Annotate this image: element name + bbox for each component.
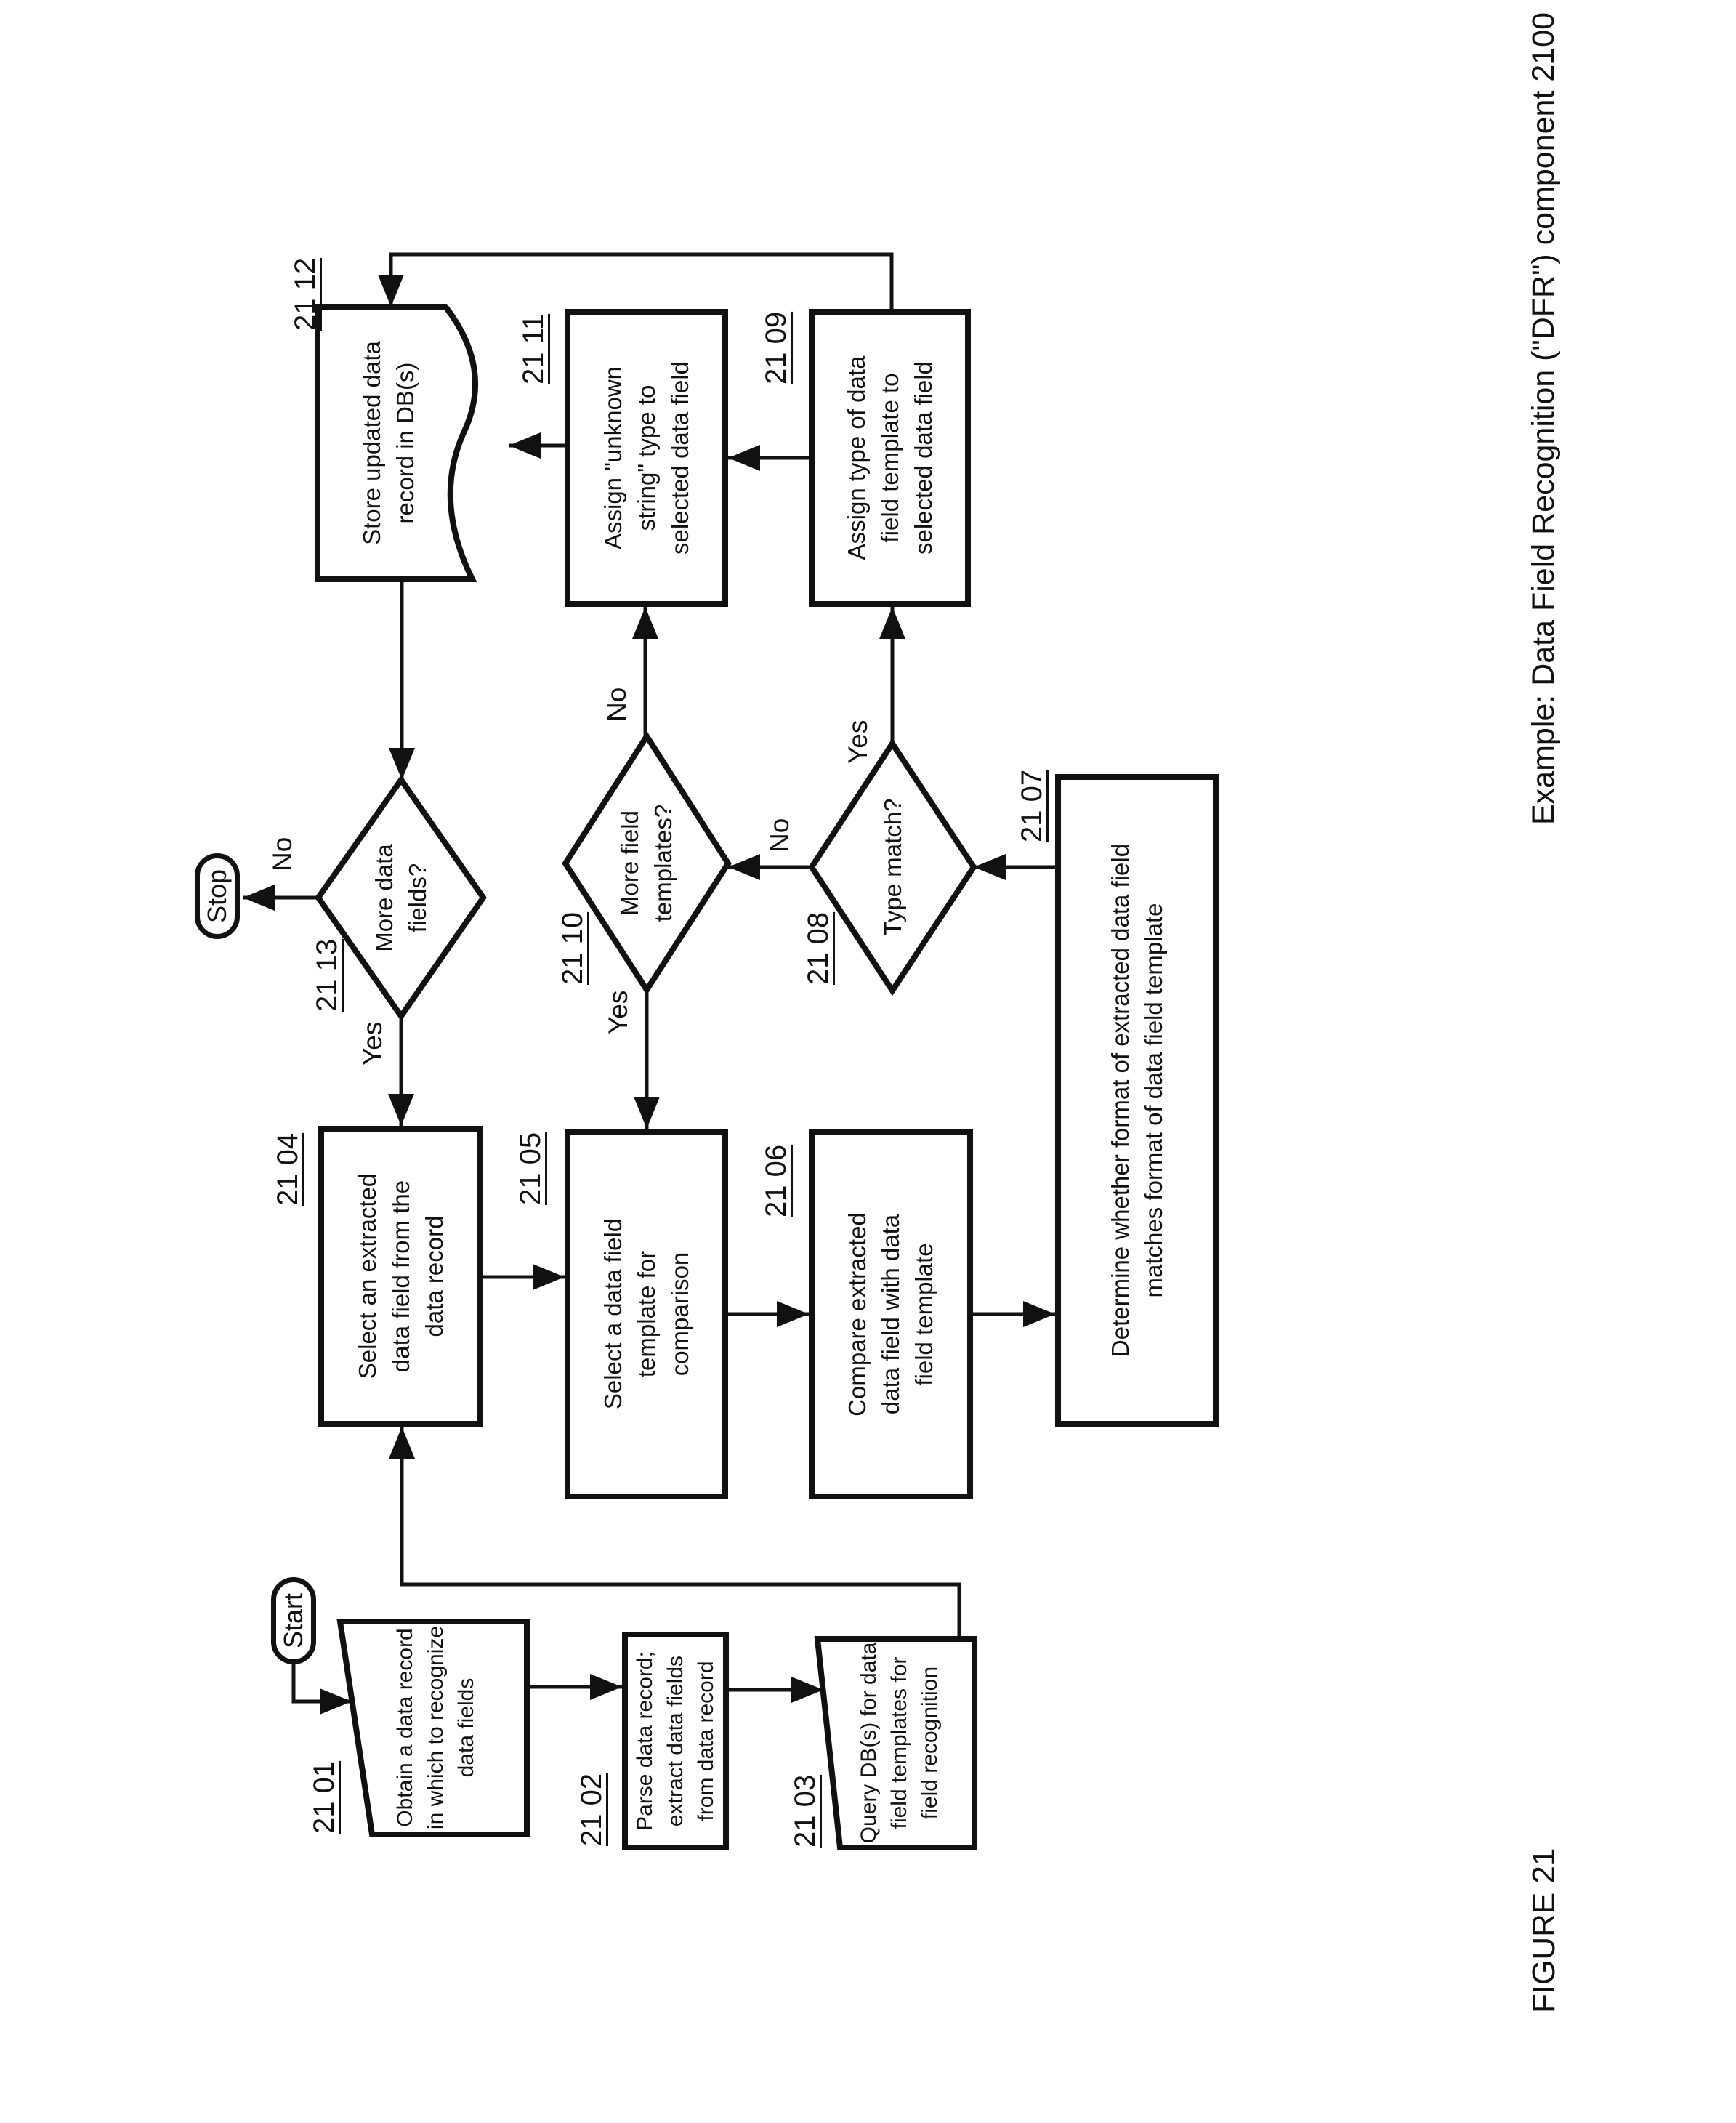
stop-terminal: Stop — [195, 853, 240, 939]
node-2110-line1: More field — [616, 810, 643, 916]
branch-no-2113: No — [267, 837, 297, 871]
node-ref-2104: 21 04 — [272, 1132, 304, 1206]
node-2113-line1: More data — [370, 844, 397, 952]
node-2101-line1: Obtain a data record — [393, 1628, 417, 1827]
node-2103-line2: field templates for — [887, 1656, 911, 1829]
node-ref-2103: 21 03 — [789, 1774, 821, 1848]
node-2111-line2: string" type to — [632, 384, 660, 531]
node-2101-line3: data fields — [454, 1677, 478, 1778]
node-2107-line1: Determine whether format of extracted da… — [1106, 843, 1134, 1358]
node-2104: Select an extracted data field from the … — [318, 1126, 483, 1427]
node-2102-line1: Parse data record; — [632, 1651, 657, 1831]
node-ref-2109: 21 09 — [760, 311, 792, 384]
node-2106-line1: Compare extracted — [844, 1212, 871, 1417]
branch-yes-2110: Yes — [603, 990, 633, 1034]
node-ref-2101: 21 01 — [308, 1760, 340, 1834]
node-2107: Determine whether format of extracted da… — [1055, 774, 1219, 1427]
node-2105-line2: template for — [632, 1250, 660, 1378]
node-2112-line1: Store updated data — [358, 341, 385, 545]
node-2102: Parse data record; extract data fields f… — [622, 1632, 729, 1850]
node-2109: Assign type of data field template to se… — [809, 309, 971, 607]
node-2108: Type match? — [812, 744, 974, 991]
node-2103-shape — [814, 1636, 977, 1850]
node-ref-2111: 21 11 — [517, 313, 549, 384]
node-2111-line3: selected data field — [666, 361, 693, 555]
node-2113-line2: fields? — [403, 863, 431, 933]
node-2101-shape — [336, 1619, 530, 1837]
node-2101: Obtain a data record in which to recogni… — [349, 1623, 523, 1832]
branch-yes-2108: Yes — [843, 720, 873, 764]
node-2101-line2: in which to recognize — [424, 1625, 448, 1830]
edge-start-2101 — [291, 1664, 352, 1715]
figure-label: FIGURE 21 — [1526, 1848, 1562, 2013]
node-2104-line1: Select an extracted — [353, 1173, 381, 1379]
node-2107-line2: matches format of data field template — [1139, 903, 1167, 1298]
stop-label: Stop — [202, 869, 232, 924]
node-ref-2112: 21 12 — [289, 257, 321, 331]
figure-caption: Example: Data Field Recognition ("DFR") … — [1526, 12, 1561, 825]
node-ref-2102: 21 02 — [576, 1773, 607, 1846]
node-2106-line3: field template — [911, 1243, 937, 1386]
node-ref-2108: 21 08 — [802, 911, 834, 985]
branch-no-2110: No — [602, 687, 631, 722]
node-2112-line2: record in DB(s) — [392, 362, 419, 524]
node-2110-line2: templates? — [650, 804, 677, 922]
node-2103: Query DB(s) for data field templates for… — [828, 1640, 971, 1845]
branch-yes-2113: Yes — [358, 1021, 387, 1065]
node-2109-line2: field template to — [876, 373, 903, 543]
node-2111: Assign "unknown string" type to selected… — [565, 309, 728, 607]
node-2106-line2: data field with data — [877, 1214, 904, 1415]
node-2105: Select a data field template for compari… — [565, 1129, 728, 1499]
branch-no-2108: No — [764, 818, 794, 853]
node-2108-line1: Type match? — [879, 798, 906, 936]
node-2102-line2: extract data fields — [663, 1655, 687, 1827]
edge-2109-2112-loop — [378, 252, 894, 309]
node-2105-line1: Select a data field — [599, 1218, 626, 1410]
node-ref-2106: 21 06 — [760, 1144, 792, 1217]
node-ref-2107: 21 07 — [1016, 769, 1048, 842]
node-2106: Compare extracted data field with data f… — [809, 1129, 973, 1499]
start-terminal: Start — [271, 1577, 316, 1664]
node-2112: Store updated data record in DB(s) — [323, 307, 454, 579]
node-2105-line3: comparison — [666, 1252, 693, 1377]
node-2104-line3: data record — [420, 1215, 448, 1337]
node-2109-line3: selected data field — [909, 361, 937, 555]
node-2110: More field templates? — [565, 736, 728, 990]
node-2102-line3: from data record — [693, 1661, 718, 1821]
edge-2103-2104 — [389, 1427, 961, 1639]
node-2109-line1: Assign type of data — [842, 355, 870, 560]
node-ref-2113: 21 13 — [311, 938, 343, 1012]
start-label: Start — [278, 1592, 308, 1649]
node-2111-line1: Assign "unknown — [599, 366, 626, 550]
node-2112-shape — [315, 304, 479, 582]
node-2103-line3: field recognition — [918, 1666, 942, 1820]
node-ref-2105: 21 05 — [514, 1132, 546, 1205]
node-ref-2110: 21 10 — [557, 911, 589, 985]
node-2103-line1: Query DB(s) for data — [857, 1642, 881, 1844]
node-2104-line2: data field from the — [387, 1180, 414, 1373]
